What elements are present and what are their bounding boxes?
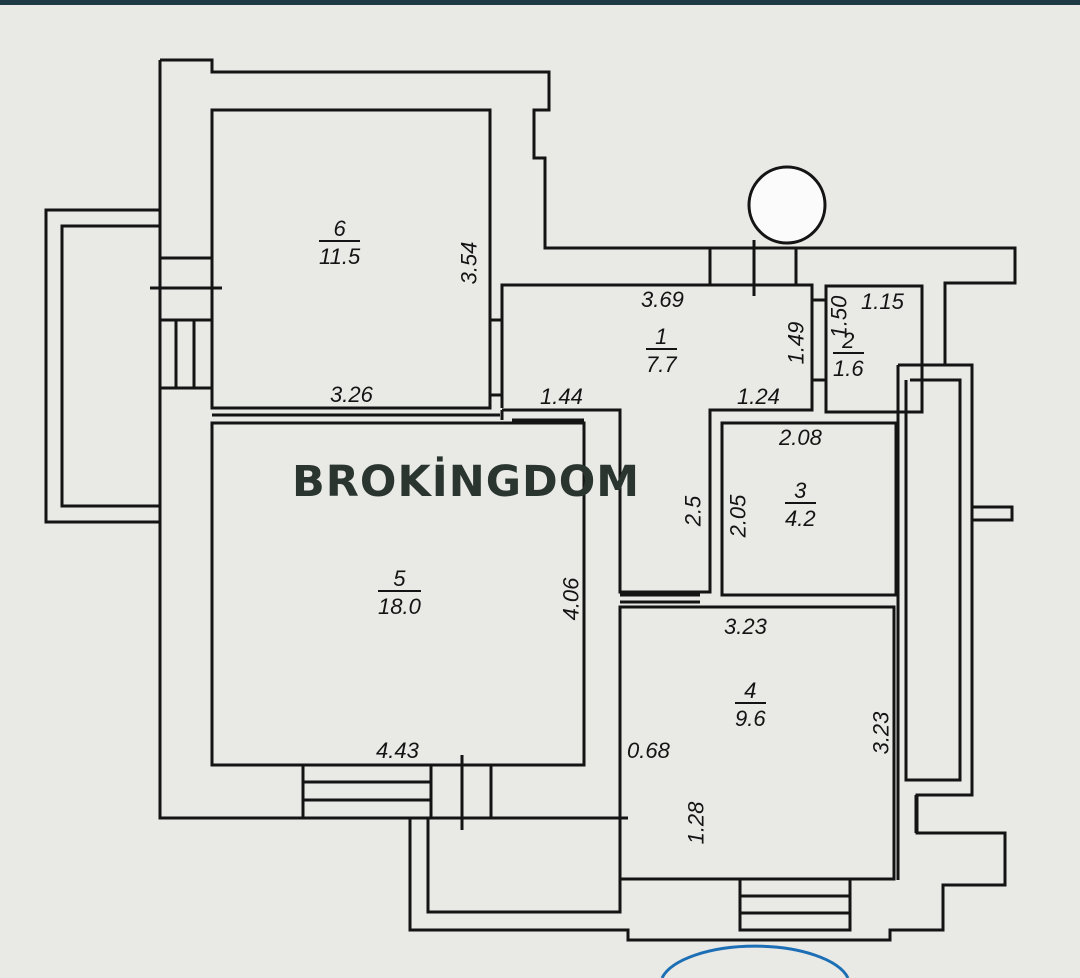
dim-4-06: 4.06 [558, 577, 584, 621]
dim-1-28: 1.28 [683, 801, 709, 845]
outer-wall [158, 58, 1017, 942]
dim-3-23-top: 3.23 [724, 614, 767, 639]
balcony-bottom [426, 818, 622, 914]
dim-1-49: 1.49 [783, 321, 809, 365]
dim-3-54: 3.54 [456, 241, 482, 285]
dim-1-15: 1.15 [861, 289, 904, 314]
dim-2-08: 2.08 [779, 425, 822, 450]
dim-3-26: 3.26 [330, 382, 373, 407]
room-2-outline [824, 284, 924, 414]
dim-1-50: 1.50 [826, 295, 852, 339]
dim-1-24: 1.24 [737, 384, 780, 409]
stamp-fragment [660, 944, 850, 978]
room-3-outline [720, 421, 898, 597]
dim-3-69: 3.69 [641, 287, 684, 312]
balcony-left [44, 208, 160, 524]
watermark: BROKİNGDOM [292, 457, 641, 507]
dim-1-44: 1.44 [540, 384, 583, 409]
dim-2-05: 2.05 [725, 494, 751, 538]
top-border [0, 0, 1080, 5]
dim-4-43: 4.43 [376, 738, 419, 763]
dim-0-68: 0.68 [627, 738, 670, 763]
room-1-outline [500, 283, 814, 594]
dim-2-5: 2.5 [680, 495, 706, 527]
dim-3-23-side: 3.23 [868, 711, 894, 755]
riser-circle [747, 165, 827, 245]
